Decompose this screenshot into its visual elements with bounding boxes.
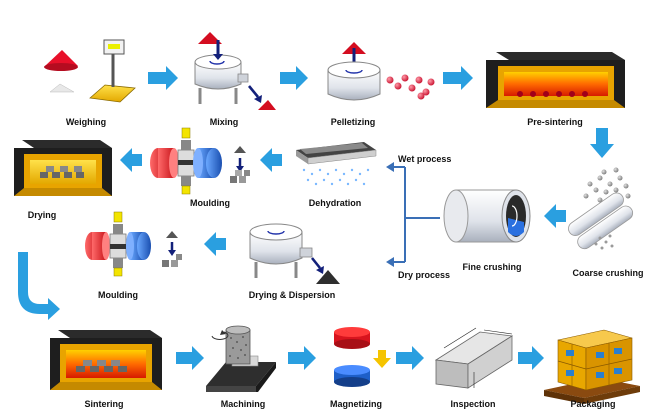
flow-arrow-icon: [443, 66, 473, 90]
flow-arrow-icon: [590, 128, 614, 158]
step-label-dehydration: Dehydration: [308, 198, 362, 208]
step-label-machining: Machining: [220, 399, 266, 409]
moulding-press-icon: [85, 211, 151, 277]
powder-blocks-icon: [230, 146, 250, 183]
step-label-drying: Drying: [27, 210, 57, 220]
step-label-moulding: Moulding: [190, 198, 230, 208]
branch-label-wet-process: Wet process: [398, 154, 452, 164]
water-drops-icon: [302, 168, 370, 186]
step-label-drying-dispersion: Drying & Dispersion: [248, 290, 336, 300]
drying-dispersion-mixer-icon: [249, 223, 340, 284]
drying-furnace-icon: [14, 140, 112, 196]
flow-arrow-icon: [260, 148, 282, 172]
powder-blocks-icon: [162, 231, 182, 267]
weighing-icon: [44, 39, 136, 103]
step-label-coarse-crushing: Coarse crushing: [572, 268, 644, 278]
sintering-furnace-icon: [50, 330, 162, 390]
machining-grinder-icon: [206, 325, 276, 392]
flow-arrow-icon: [396, 346, 424, 370]
branch-label-dry-process: Dry process: [398, 270, 451, 280]
step-label-pre-sintering: Pre-sintering: [527, 117, 583, 127]
pelletizing-icon: [327, 42, 435, 101]
dehydration-tray-icon: [296, 142, 377, 165]
fine-crushing-drum-icon: [443, 189, 531, 243]
flow-arrow-icon: [176, 346, 204, 370]
packaging-boxes-icon: [544, 329, 640, 404]
step-label-packaging: Packaging: [570, 399, 616, 409]
step-label-moulding-2: Moulding: [98, 290, 138, 300]
magnetizing-magnets-icon: [334, 327, 391, 387]
step-label-pelletizing: Pelletizing: [330, 117, 376, 127]
coarse-crushing-rollers-icon: [568, 167, 634, 250]
step-label-weighing: Weighing: [65, 117, 107, 127]
flow-arrow-icon: [280, 66, 308, 90]
process-branch-lines: [386, 162, 440, 267]
flow-arrow-icon: [18, 252, 60, 320]
flow-arrow-icon: [120, 148, 142, 172]
mixing-icon: [194, 32, 276, 110]
step-label-mixing: Mixing: [209, 117, 239, 127]
flow-arrow-icon: [288, 346, 316, 370]
step-label-inspection: Inspection: [450, 399, 496, 409]
flow-arrow-icon: [148, 66, 178, 90]
flow-arrow-icon: [204, 232, 226, 256]
moulding-press-icon: [150, 127, 222, 195]
flow-arrow-icon: [544, 204, 566, 228]
step-label-fine-crushing: Fine crushing: [462, 262, 522, 272]
inspection-block-icon: [434, 327, 514, 389]
pre-sintering-furnace-icon: [486, 52, 625, 108]
step-label-sintering: Sintering: [84, 399, 124, 409]
flow-arrow-icon: [518, 346, 544, 370]
step-label-magnetizing: Magnetizing: [330, 399, 382, 409]
